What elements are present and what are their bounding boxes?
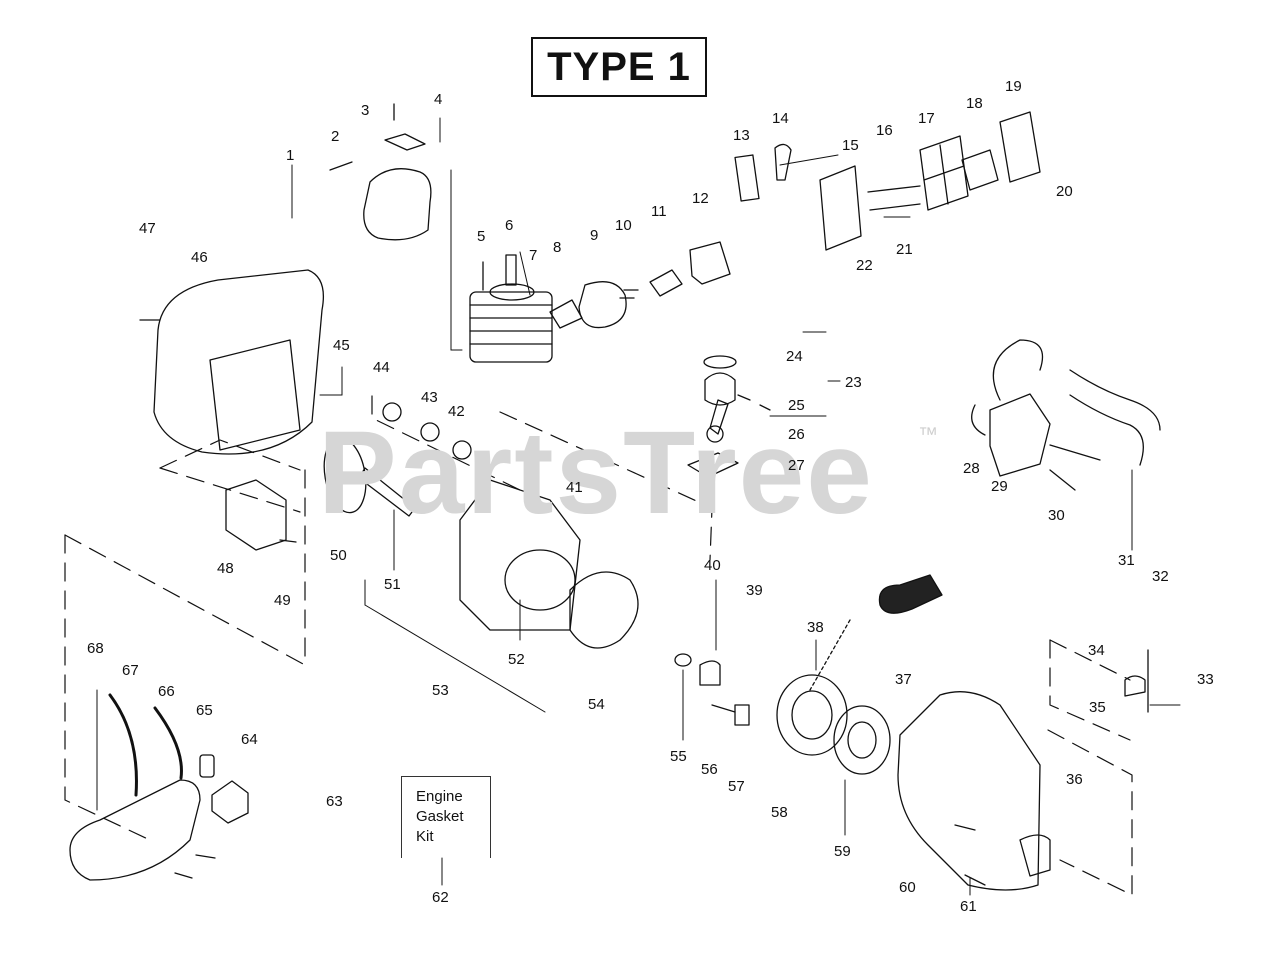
callout-41[interactable]: 41 [566, 479, 583, 496]
callout-2[interactable]: 2 [331, 128, 340, 145]
muffler-cover [69, 779, 201, 881]
callout-40[interactable]: 40 [704, 557, 721, 574]
callout-5[interactable]: 5 [477, 228, 486, 245]
callout-53[interactable]: 53 [432, 682, 449, 699]
callout-63[interactable]: 63 [326, 793, 343, 810]
callout-16[interactable]: 16 [876, 122, 893, 139]
callout-64[interactable]: 64 [241, 731, 258, 748]
callout-14[interactable]: 14 [772, 110, 789, 127]
callout-58[interactable]: 58 [771, 804, 788, 821]
callout-26[interactable]: 26 [788, 426, 805, 443]
ignition-module [989, 393, 1051, 477]
callout-52[interactable]: 52 [508, 651, 525, 668]
callout-62[interactable]: 62 [432, 889, 449, 906]
callout-22[interactable]: 22 [856, 257, 873, 274]
kit-line: Kit [416, 828, 434, 845]
fan-housing [153, 269, 325, 455]
callout-67[interactable]: 67 [122, 662, 139, 679]
callout-47[interactable]: 47 [139, 220, 156, 237]
callout-56[interactable]: 56 [701, 761, 718, 778]
callout-37[interactable]: 37 [895, 671, 912, 688]
callout-38[interactable]: 38 [807, 619, 824, 636]
type-title-box: TYPE 1 [531, 37, 707, 97]
starter-housing [897, 691, 1041, 891]
callout-18[interactable]: 18 [966, 95, 983, 112]
callout-31[interactable]: 31 [1118, 552, 1135, 569]
callout-28[interactable]: 28 [963, 460, 980, 477]
callout-49[interactable]: 49 [274, 592, 291, 609]
callout-51[interactable]: 51 [384, 576, 401, 593]
callout-27[interactable]: 27 [788, 457, 805, 474]
callout-20[interactable]: 20 [1056, 183, 1073, 200]
callout-11[interactable]: 11 [651, 203, 667, 220]
callout-46[interactable]: 46 [191, 249, 208, 266]
filter-cover [999, 111, 1041, 183]
callout-10[interactable]: 10 [615, 217, 632, 234]
callout-43[interactable]: 43 [421, 389, 438, 406]
callout-23[interactable]: 23 [845, 374, 862, 391]
callout-54[interactable]: 54 [588, 696, 605, 713]
callout-45[interactable]: 45 [333, 337, 350, 354]
dashed-groups [64, 395, 1133, 896]
trademark-mark: ™ [918, 424, 938, 446]
muffler-guard [363, 168, 432, 241]
callout-12[interactable]: 12 [692, 190, 709, 207]
callout-42[interactable]: 42 [448, 403, 465, 420]
callout-35[interactable]: 35 [1089, 699, 1106, 716]
callout-13[interactable]: 13 [733, 127, 750, 144]
callout-25[interactable]: 25 [788, 397, 805, 414]
callout-57[interactable]: 57 [728, 778, 745, 795]
callout-68[interactable]: 68 [87, 640, 104, 657]
leader-lines [96, 117, 1181, 896]
engine-gasket-kit-box: Engine Gasket Kit [401, 776, 491, 858]
air-filter-base [819, 165, 862, 251]
callout-60[interactable]: 60 [899, 879, 916, 896]
kit-line: Gasket [416, 808, 464, 825]
callout-17[interactable]: 17 [918, 110, 935, 127]
callout-6[interactable]: 6 [505, 217, 514, 234]
starter-handle [878, 574, 943, 614]
callout-48[interactable]: 48 [217, 560, 234, 577]
callout-59[interactable]: 59 [834, 843, 851, 860]
page-title: TYPE 1 [547, 44, 691, 89]
callout-36[interactable]: 36 [1066, 771, 1083, 788]
callout-66[interactable]: 66 [158, 683, 175, 700]
callout-30[interactable]: 30 [1048, 507, 1065, 524]
callout-7[interactable]: 7 [529, 247, 538, 264]
callout-9[interactable]: 9 [590, 227, 599, 244]
callout-1[interactable]: 1 [286, 147, 295, 164]
callout-4[interactable]: 4 [434, 91, 443, 108]
callout-61[interactable]: 61 [960, 898, 977, 915]
cylinder [469, 254, 553, 363]
callout-24[interactable]: 24 [786, 348, 803, 365]
callout-21[interactable]: 21 [896, 241, 913, 258]
callout-19[interactable]: 19 [1005, 78, 1022, 95]
callout-15[interactable]: 15 [842, 137, 859, 154]
callout-55[interactable]: 55 [670, 748, 687, 765]
callout-32[interactable]: 32 [1152, 568, 1169, 585]
callout-33[interactable]: 33 [1197, 671, 1214, 688]
callout-29[interactable]: 29 [991, 478, 1008, 495]
callout-39[interactable]: 39 [746, 582, 763, 599]
callout-34[interactable]: 34 [1088, 642, 1105, 659]
callout-65[interactable]: 65 [196, 702, 213, 719]
callout-44[interactable]: 44 [373, 359, 390, 376]
callout-8[interactable]: 8 [553, 239, 562, 256]
callout-3[interactable]: 3 [361, 102, 370, 119]
kit-line: Engine [416, 788, 463, 805]
callout-50[interactable]: 50 [330, 547, 347, 564]
